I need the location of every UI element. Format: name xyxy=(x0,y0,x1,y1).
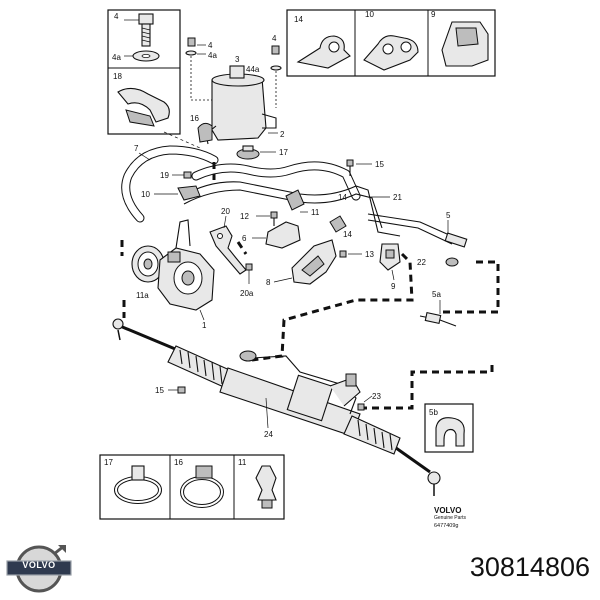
bushing-5b-icon xyxy=(435,417,465,447)
line-5 xyxy=(367,213,468,248)
label-2: 2 xyxy=(280,130,285,139)
label-16: 16 xyxy=(190,114,199,123)
label-6: 6 xyxy=(242,234,247,243)
label-5b: 5b xyxy=(429,408,438,417)
washer-4a-icon xyxy=(132,50,160,62)
clamp-17-icon xyxy=(236,145,260,160)
label-21: 21 xyxy=(393,193,402,202)
label-4a-top: 4a xyxy=(112,53,121,62)
bracket-9-icon xyxy=(441,21,489,67)
reservoir-3-icon xyxy=(205,65,277,145)
bolt-4-right-icon xyxy=(270,45,282,108)
label-14-box: 14 xyxy=(294,15,303,24)
label-4-top: 4 xyxy=(114,12,119,21)
clamp-14-mid-icon xyxy=(329,215,347,233)
label-19: 19 xyxy=(160,171,169,180)
label-11-box: 11 xyxy=(238,458,247,467)
bolt-23-icon xyxy=(357,403,365,411)
label-8: 8 xyxy=(266,278,271,287)
label-11a: 11a xyxy=(136,291,149,300)
clip-15-top-icon xyxy=(346,159,354,176)
label-7: 7 xyxy=(134,144,139,153)
label-23: 23 xyxy=(372,392,381,401)
clamp-17-box-icon xyxy=(114,465,162,504)
bracket-6-icon xyxy=(265,221,301,249)
bracket-20-icon xyxy=(209,225,247,275)
clamp-10-icon xyxy=(363,35,419,71)
label-5a: 5a xyxy=(432,290,441,299)
genuine-parts-text: Genuine Parts xyxy=(434,515,466,521)
label-15-top: 15 xyxy=(375,160,384,169)
label-3: 3 xyxy=(235,55,240,64)
label-22: 22 xyxy=(417,258,426,267)
inset-box-clamps-bottom xyxy=(99,454,285,520)
label-18: 18 xyxy=(113,72,122,81)
label-4a-mid: 4a xyxy=(208,51,217,60)
label-13: 13 xyxy=(365,250,374,259)
label-15-low: 15 xyxy=(155,386,164,395)
steering-rack-24-icon xyxy=(112,318,441,496)
label-10-box: 10 xyxy=(365,10,374,19)
bolt-20a-icon xyxy=(245,263,253,271)
diagram-code: 6477409g xyxy=(434,523,459,529)
label-14-upper: 14 xyxy=(338,193,347,202)
clamp-11-icon xyxy=(285,189,305,211)
return-hose xyxy=(191,161,361,201)
bolt-4-mid-icon xyxy=(185,37,212,101)
heat-shield-8-icon xyxy=(291,239,337,285)
inset-box-5b xyxy=(424,403,474,453)
pump-1-icon xyxy=(157,219,215,311)
hose-7 xyxy=(121,131,219,223)
clip-19-icon xyxy=(183,171,192,179)
label-17-box: 17 xyxy=(104,458,113,467)
label-5: 5 xyxy=(446,211,451,220)
label-4-right: 4 xyxy=(272,34,277,43)
clamp-16-box-icon xyxy=(180,465,224,508)
volvo-text-small: VOLVO xyxy=(434,506,462,515)
label-20a: 20a xyxy=(240,289,254,298)
clamp-18-icon xyxy=(117,87,170,127)
clamp-14-icon xyxy=(296,35,351,69)
clip-10-icon xyxy=(177,185,201,201)
label-12: 12 xyxy=(240,212,249,221)
label-1: 1 xyxy=(202,321,207,330)
volvo-logo-icon xyxy=(6,544,72,593)
label-9: 9 xyxy=(391,282,396,291)
label-16-box: 16 xyxy=(174,458,183,467)
pulley-11a-icon xyxy=(131,245,165,283)
fitting-5a-icon xyxy=(419,311,457,327)
part-number: 30814806 xyxy=(469,552,590,582)
bracket-9-mid-icon xyxy=(379,243,401,271)
label-11: 11 xyxy=(311,208,320,217)
logo-text: VOLVO xyxy=(22,560,56,570)
label-14-mid: 14 xyxy=(343,230,352,239)
bolt-4-icon xyxy=(138,13,154,47)
clamp-16-icon xyxy=(197,122,213,143)
bolt-13-icon xyxy=(339,250,347,258)
label-4-mid: 4 xyxy=(208,41,213,50)
label-9-box: 9 xyxy=(431,10,436,19)
label-24: 24 xyxy=(264,430,273,439)
union-22-icon xyxy=(445,257,459,267)
label-44a: 44a xyxy=(246,65,260,74)
label-20: 20 xyxy=(221,207,230,216)
bolt-12-icon xyxy=(270,211,278,226)
label-17: 17 xyxy=(279,148,288,157)
label-10: 10 xyxy=(141,190,150,199)
clip-11-box-icon xyxy=(255,465,277,509)
bolt-15-low-icon xyxy=(177,386,186,394)
